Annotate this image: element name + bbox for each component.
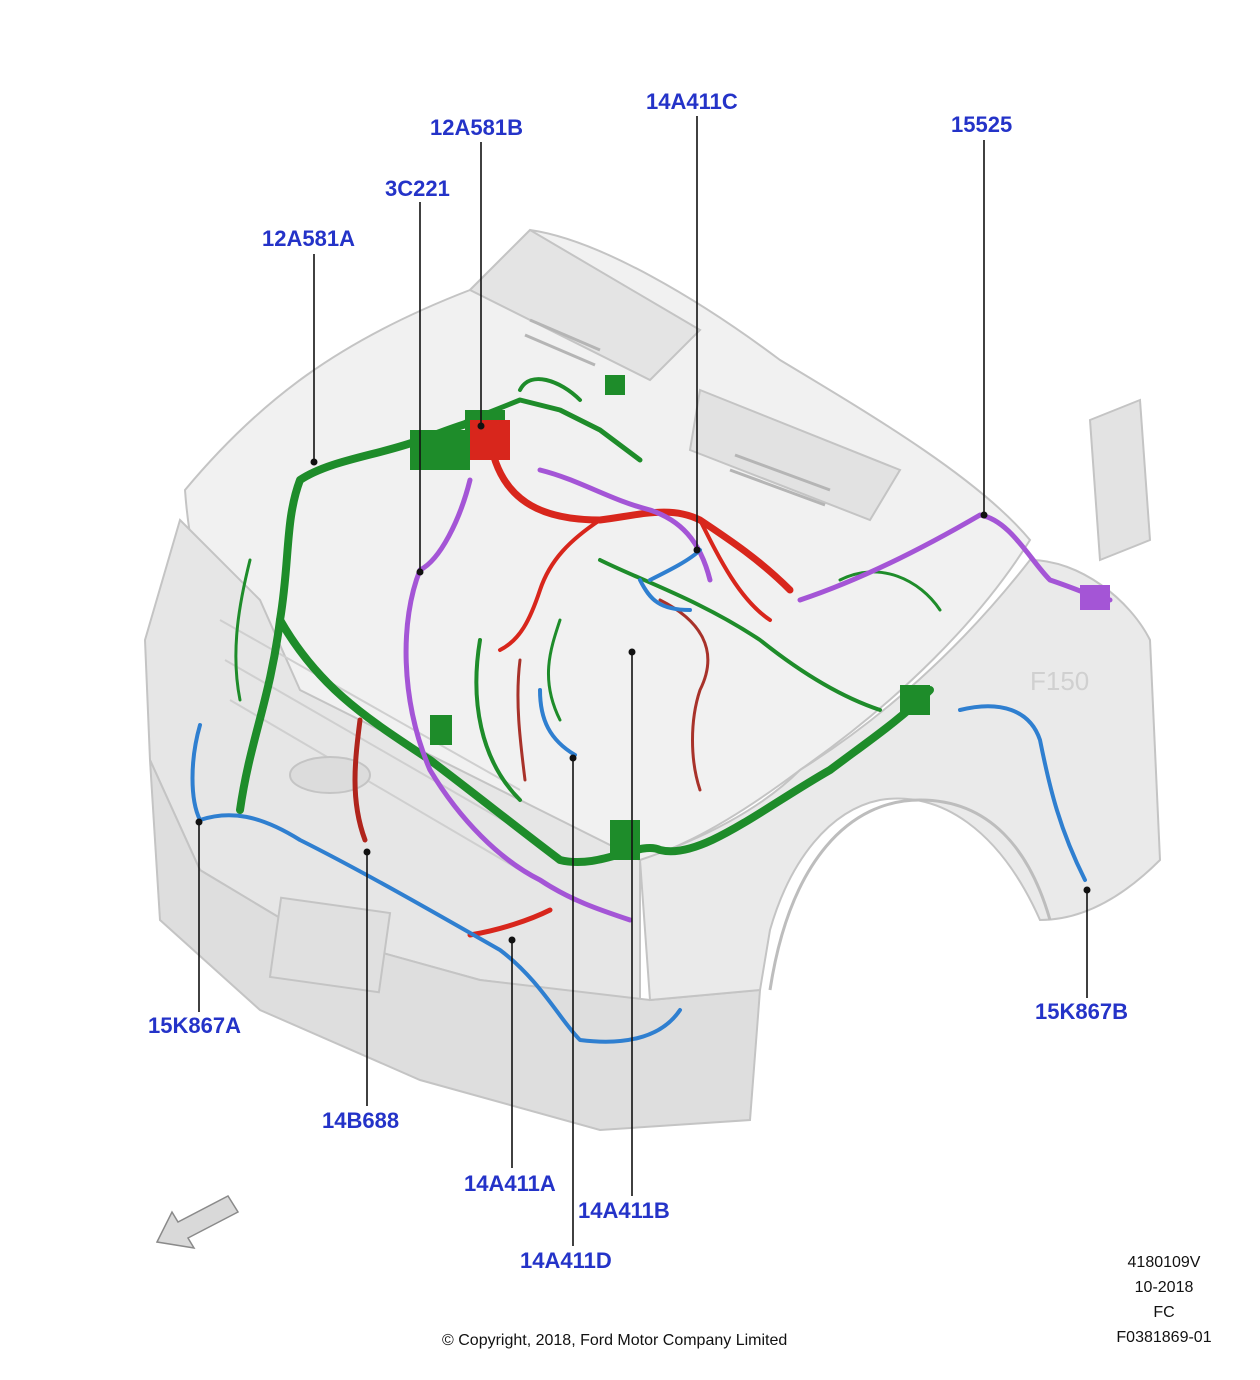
leader-dots [195,422,1091,944]
figure-id: F0381869-01 [1116,1329,1212,1346]
illustration-meta: 4180109V 10-2018 FC F0381869-01 [1104,1250,1224,1350]
callout-14B688: 14B688 [322,1108,400,1133]
harness-red [352,420,794,938]
illustration-date: 10-2018 [1134,1279,1194,1296]
callout-12A581A: 12A581A [262,226,355,251]
callout-15K867A: 15K867A [148,1013,241,1038]
callout-15525: 15525 [951,112,1013,137]
callout-14A411A: 14A411A [464,1171,556,1196]
svg-text:F150: F150 [1030,666,1089,696]
callout-14A411D: 14A411D [520,1248,612,1273]
callout-15K867B: 15K867B [1035,999,1128,1024]
callout-12A581B: 12A581B [430,115,523,140]
copyright-notice: © Copyright, 2018, Ford Motor Company Li… [442,1332,788,1349]
callout-14A411B: 14A411B [578,1198,670,1223]
illustration-code: 4180109V [1127,1254,1201,1271]
leader-lines [198,116,1088,1246]
illustration-region: FC [1153,1304,1175,1321]
callout-14A411C: 14A411C [646,89,738,114]
callout-3C221: 3C221 [385,176,450,201]
vehicle-body: F150 [143,228,1162,1132]
front-direction-arrow-icon [155,1195,240,1249]
